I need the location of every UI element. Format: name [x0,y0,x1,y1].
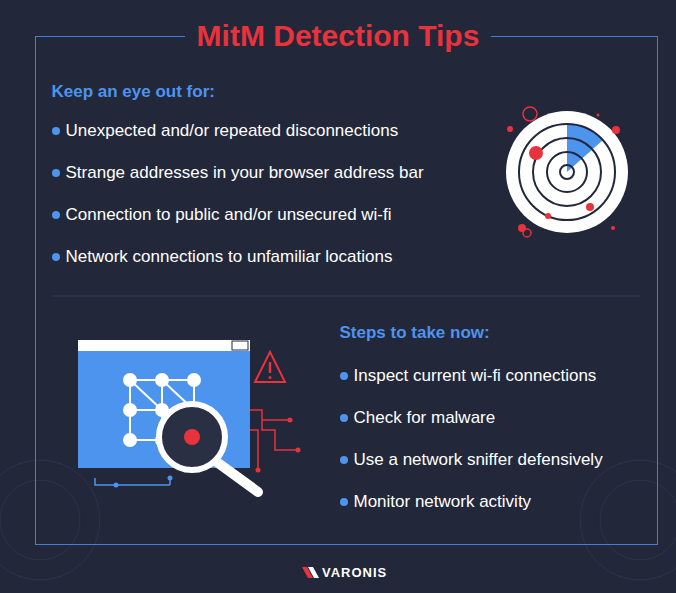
bullet-item: Unexpected and/or repeated disconnection… [52,121,399,141]
title: MitM Detection Tips [185,18,492,54]
bullet-item: Monitor network activity [340,492,532,512]
section-heading: Steps to take now: [340,323,490,343]
section-heading: Keep an eye out for: [52,82,215,102]
bullet-item: Use a network sniffer defensively [340,450,603,470]
warning-icon [250,352,301,473]
bullet-item: Network connections to unfamiliar locati… [52,247,393,267]
brand-name: VARONIS [322,565,387,580]
bullet-item: Strange addresses in your browser addres… [52,163,424,183]
bullet-item: Check for malware [340,408,496,428]
bullet-item: Inspect current wi-fi connections [340,366,597,386]
radar-icon [506,107,628,237]
divider [52,296,640,297]
brand-logo [302,567,319,578]
network-inspection-icon [78,340,258,492]
bullet-item: Connection to public and/or unsecured wi… [52,205,392,225]
content-frame: Keep an eye out for: Unexpected and/or re… [35,36,658,545]
